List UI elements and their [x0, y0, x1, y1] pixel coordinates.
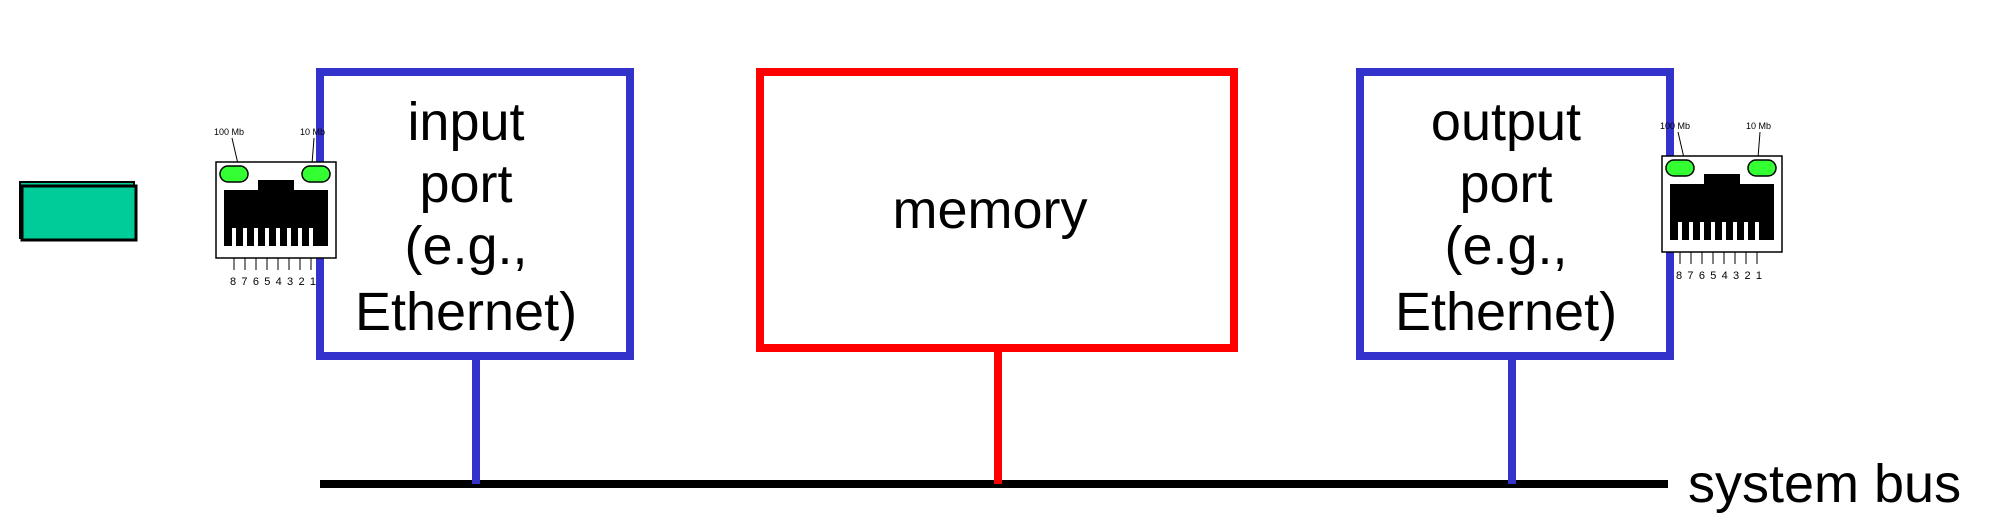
input-port-label-line-4: Ethernet): [355, 282, 577, 342]
jack-led-left: [219, 165, 249, 183]
memory-box: [756, 68, 1238, 352]
jack-led-right-label: 10 Mb: [1746, 121, 1771, 131]
jack-led-right: [1747, 159, 1777, 177]
output-port-label-line-3: (e.g.,: [1444, 216, 1567, 276]
output-port-label-line-2: port: [1459, 154, 1552, 214]
jack-led-right: [301, 165, 331, 183]
output-port-label-line-1: output: [1431, 92, 1581, 152]
ethernet-jack-icon: 100 Mb 10 Mb 8 7 6 5 4 3 2 1: [1660, 121, 1783, 282]
output-port-label-line-4: Ethernet): [1395, 282, 1617, 342]
packet-icon: [19, 181, 138, 242]
jack-led-left-label: 100 Mb: [1660, 121, 1690, 131]
jack-led-left: [1665, 159, 1695, 177]
jack-led-left-label: 100 Mb: [214, 127, 244, 137]
jack-pin-labels: 8 7 6 5 4 3 2 1: [230, 276, 316, 288]
ethernet-jack-icon: 100 Mb 10 Mb 8 7 6 5 4 3 2 1: [214, 127, 337, 288]
input-port-label-line-1: input: [407, 92, 524, 152]
jack-led-right-label: 10 Mb: [300, 127, 325, 137]
input-port-label-line-2: port: [419, 154, 512, 214]
system-bus-label: system bus: [1688, 454, 1961, 514]
jack-pin-labels: 8 7 6 5 4 3 2 1: [1676, 270, 1762, 282]
memory-label: memory: [892, 180, 1087, 240]
input-port-label-line-3: (e.g.,: [404, 216, 527, 276]
